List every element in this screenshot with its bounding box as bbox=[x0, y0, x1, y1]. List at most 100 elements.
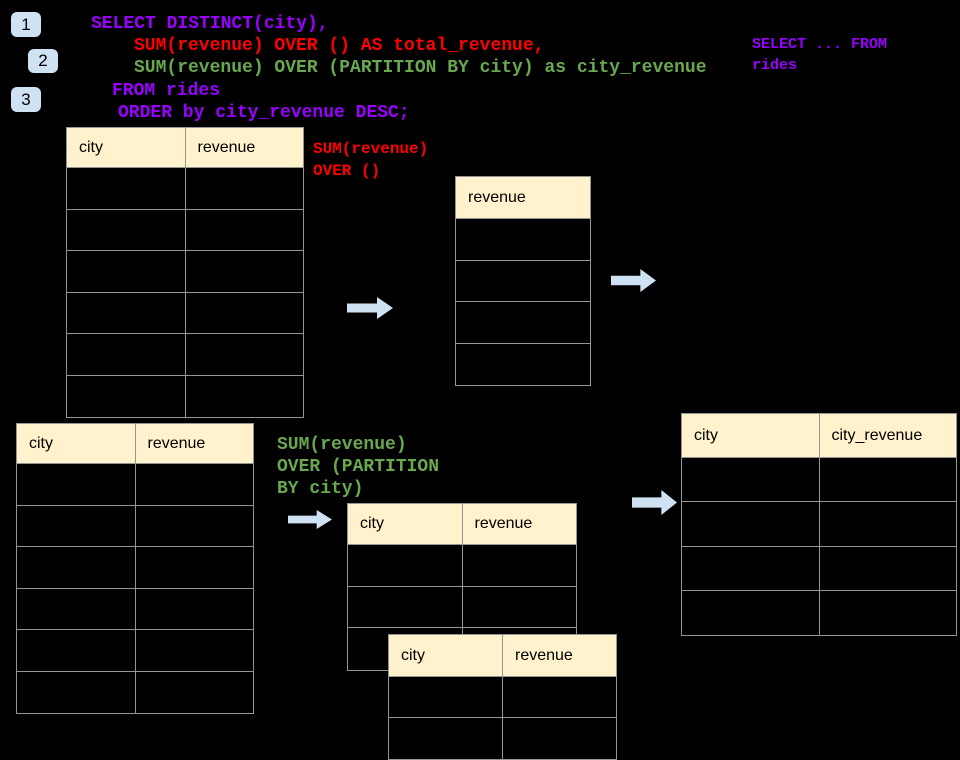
table-row bbox=[67, 251, 303, 293]
table-cell bbox=[136, 464, 254, 505]
column-header: city bbox=[67, 128, 186, 167]
table-cell bbox=[820, 547, 957, 590]
table-total-revenue-result: revenue bbox=[455, 176, 591, 386]
table-cell bbox=[186, 210, 304, 251]
table-row bbox=[17, 547, 253, 589]
annotation-partition-line-3: BY city) bbox=[277, 479, 364, 499]
column-header: city bbox=[348, 504, 463, 544]
table-cell bbox=[456, 344, 590, 386]
table-row bbox=[348, 586, 577, 628]
table-cell bbox=[463, 587, 577, 628]
table-cell bbox=[456, 219, 590, 260]
table-cell bbox=[136, 506, 254, 547]
table-header-row: city revenue bbox=[348, 504, 576, 545]
table-row bbox=[17, 505, 254, 547]
table-rides-source-top: city revenue bbox=[66, 127, 304, 418]
step-badge-2: 2 bbox=[28, 49, 58, 73]
annotation-partition-line-2: OVER (PARTITION bbox=[277, 457, 440, 477]
step-badge-3: 3 bbox=[11, 87, 41, 112]
sql-line-sum-partition: SUM(revenue) OVER (PARTITION BY city) as… bbox=[134, 58, 707, 78]
table-cell bbox=[503, 677, 616, 717]
table-cell bbox=[820, 458, 957, 501]
sql-line-sum-over: SUM(revenue) OVER () AS total_revenue, bbox=[134, 36, 545, 56]
side-note-line-2: rides bbox=[752, 57, 798, 74]
table-cell bbox=[682, 590, 820, 636]
table-cell bbox=[136, 547, 254, 588]
table-row bbox=[456, 261, 590, 302]
arrow-right-icon bbox=[288, 510, 332, 529]
table-cell bbox=[67, 334, 186, 375]
sql-line-order-by: ORDER by city_revenue DESC; bbox=[118, 103, 410, 123]
table-partition-group-2: city revenue bbox=[388, 634, 617, 760]
column-header: city bbox=[17, 424, 136, 463]
table-row bbox=[348, 545, 576, 587]
table-cell bbox=[67, 209, 186, 250]
table-cell bbox=[348, 545, 463, 586]
table-row bbox=[17, 671, 254, 714]
table-cell bbox=[463, 545, 577, 586]
arrow-right-icon bbox=[632, 490, 677, 515]
table-cell bbox=[820, 591, 957, 635]
table-row bbox=[67, 375, 304, 418]
table-cell bbox=[17, 671, 136, 713]
table-cell bbox=[67, 375, 186, 417]
column-header: revenue bbox=[468, 188, 526, 206]
column-header: revenue bbox=[197, 138, 256, 156]
table-row bbox=[456, 344, 590, 386]
sql-line-select: SELECT DISTINCT(city), bbox=[91, 14, 329, 34]
table-row bbox=[17, 588, 254, 630]
table-cell bbox=[456, 302, 590, 343]
table-header-row: city revenue bbox=[67, 128, 303, 168]
column-header: revenue bbox=[515, 646, 573, 664]
table-row bbox=[17, 630, 253, 672]
table-rides-source-bottom: city revenue bbox=[16, 423, 254, 714]
table-cell bbox=[67, 168, 186, 209]
arrow-right-icon bbox=[347, 297, 393, 319]
column-header: revenue bbox=[474, 515, 533, 532]
table-row bbox=[682, 502, 957, 547]
sql-line-from: FROM rides bbox=[112, 81, 221, 101]
annotation-total-line-2: OVER () bbox=[313, 162, 381, 180]
table-cell bbox=[136, 672, 254, 714]
table-cell bbox=[136, 589, 254, 630]
table-row bbox=[67, 334, 303, 376]
table-cell bbox=[186, 293, 304, 334]
table-cell bbox=[186, 376, 304, 418]
column-header: revenue bbox=[147, 434, 206, 452]
annotation-partition-line-1: SUM(revenue) bbox=[277, 435, 407, 455]
table-cell bbox=[186, 334, 304, 375]
arrow-right-icon bbox=[611, 269, 656, 292]
column-header: city bbox=[389, 635, 503, 676]
table-cell bbox=[186, 168, 304, 209]
table-row bbox=[456, 219, 590, 261]
table-cell bbox=[456, 261, 590, 302]
table-cell bbox=[67, 251, 186, 292]
table-cell bbox=[67, 292, 186, 333]
table-cell bbox=[186, 251, 304, 292]
table-row bbox=[456, 302, 590, 344]
step-badge-1: 1 bbox=[11, 12, 41, 37]
table-row bbox=[682, 458, 957, 503]
table-cell bbox=[682, 546, 820, 590]
table-row bbox=[67, 209, 304, 251]
annotation-total-line-1: SUM(revenue) bbox=[313, 140, 429, 158]
column-header: city_revenue bbox=[831, 426, 923, 444]
table-header-row: revenue bbox=[456, 177, 590, 219]
table-row bbox=[67, 292, 304, 334]
table-row bbox=[389, 677, 616, 718]
table-row bbox=[67, 168, 303, 210]
table-row bbox=[682, 590, 957, 636]
table-header-row: city revenue bbox=[389, 635, 616, 677]
table-cell bbox=[820, 502, 957, 545]
table-row bbox=[17, 464, 253, 506]
side-note-line-1: SELECT ... FROM bbox=[752, 36, 888, 53]
slide-canvas: { "badges": [ { "label": "1" }, { "label… bbox=[11, 12, 957, 760]
table-cell bbox=[682, 502, 820, 546]
table-cell bbox=[503, 718, 616, 759]
table-partition-group-1: city revenue bbox=[347, 503, 577, 671]
table-cell bbox=[17, 630, 136, 671]
table-row bbox=[682, 546, 957, 591]
table-row bbox=[389, 718, 616, 759]
